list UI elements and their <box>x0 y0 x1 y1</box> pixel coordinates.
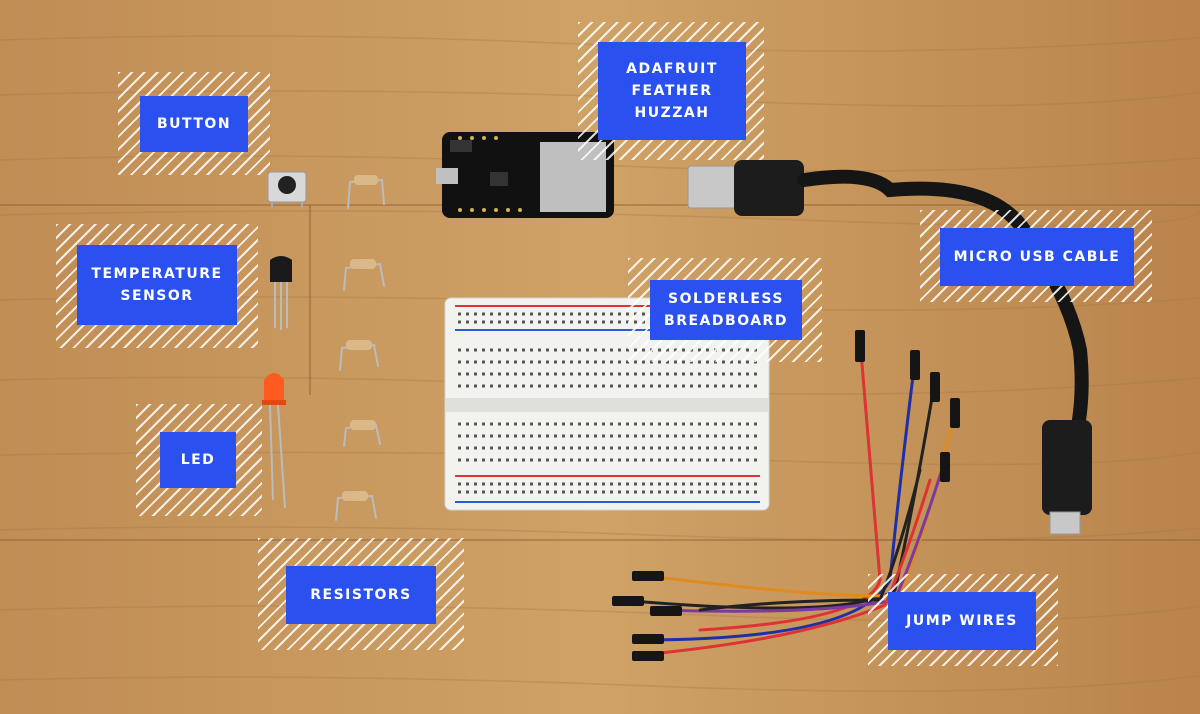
led-label: LED <box>160 432 236 488</box>
resistors-label-frame: RESISTORS <box>258 538 464 650</box>
button-label: BUTTON <box>140 96 248 152</box>
temperature-label-frame: TEMPERATURE SENSOR <box>56 224 258 348</box>
button-label-frame: BUTTON <box>118 72 270 175</box>
feather-label: ADAFRUIT FEATHER HUZZAH <box>598 42 746 140</box>
led-label-frame: LED <box>136 404 262 516</box>
wires-label: JUMP WIRES <box>888 592 1036 650</box>
usb-label: MICRO USB CABLE <box>940 228 1134 286</box>
breadboard-label: SOLDERLESS BREADBOARD <box>650 280 802 340</box>
temperature-label: TEMPERATURE SENSOR <box>77 245 237 325</box>
resistors-component <box>335 175 385 521</box>
temperature-sensor-component <box>270 256 292 330</box>
feather-label-frame: ADAFRUIT FEATHER HUZZAH <box>578 22 764 160</box>
resistors-label: RESISTORS <box>286 566 436 624</box>
usb-label-frame: MICRO USB CABLE <box>920 210 1152 302</box>
breadboard-label-frame: SOLDERLESS BREADBOARD <box>628 258 822 362</box>
led-component <box>262 373 286 509</box>
button-component <box>267 171 307 208</box>
wires-label-frame: JUMP WIRES <box>868 574 1058 666</box>
